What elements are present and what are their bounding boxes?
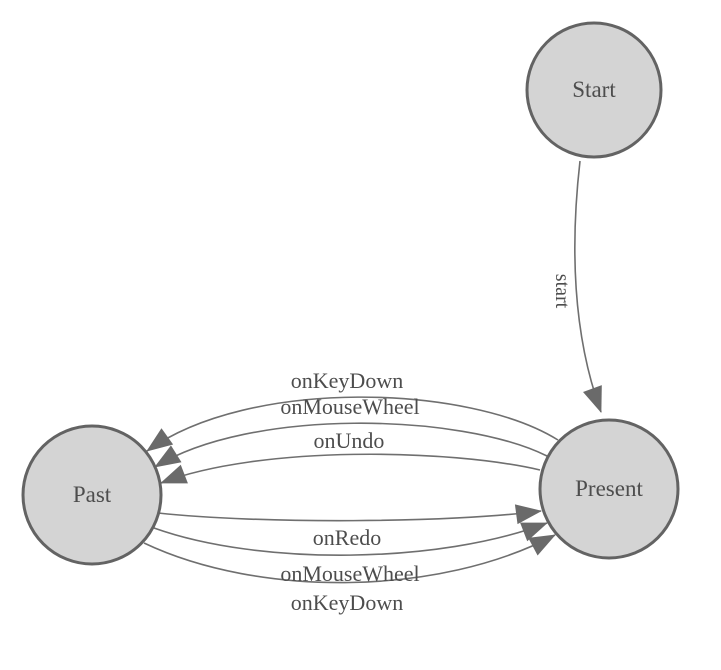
edge-present-to-past-undo[interactable] bbox=[160, 453, 541, 484]
node-start-circle[interactable] bbox=[525, 21, 663, 159]
node-present-label: Present bbox=[575, 476, 643, 501]
node-past[interactable]: Past bbox=[21, 424, 163, 566]
edge-label-start: start bbox=[551, 274, 573, 309]
node-past-circle[interactable] bbox=[21, 424, 163, 566]
edge-label-onkeydown-upper: onKeyDown bbox=[291, 368, 403, 393]
edge-label-onkeydown-lower: onKeyDown bbox=[291, 590, 403, 615]
node-present-circle[interactable] bbox=[538, 418, 680, 560]
edge-present-to-past-keydown[interactable] bbox=[146, 396, 559, 452]
edge-past-to-present-redo[interactable] bbox=[157, 504, 542, 525]
edge-label-layer: start onKeyDown onMouseWheel onUndo onRe… bbox=[280, 274, 573, 615]
edge-label-onmousewheel-upper: onMouseWheel bbox=[280, 394, 419, 419]
edge-present-to-past-mousewheel[interactable] bbox=[154, 422, 548, 468]
edge-past-to-present-keydown[interactable] bbox=[143, 534, 556, 584]
edge-layer bbox=[143, 160, 602, 584]
edge-label-onmousewheel-lower: onMouseWheel bbox=[280, 561, 419, 586]
node-start[interactable]: Start bbox=[525, 21, 663, 159]
node-present[interactable]: Present bbox=[538, 418, 680, 560]
edge-label-onredo: onRedo bbox=[313, 525, 381, 550]
edge-past-to-present-mousewheel[interactable] bbox=[153, 522, 548, 556]
node-layer: Start Past Present bbox=[21, 21, 680, 566]
node-past-label: Past bbox=[73, 482, 112, 507]
edge-label-onundo: onUndo bbox=[314, 428, 385, 453]
edge-start-to-present[interactable] bbox=[573, 160, 602, 413]
node-start-label: Start bbox=[572, 77, 616, 102]
